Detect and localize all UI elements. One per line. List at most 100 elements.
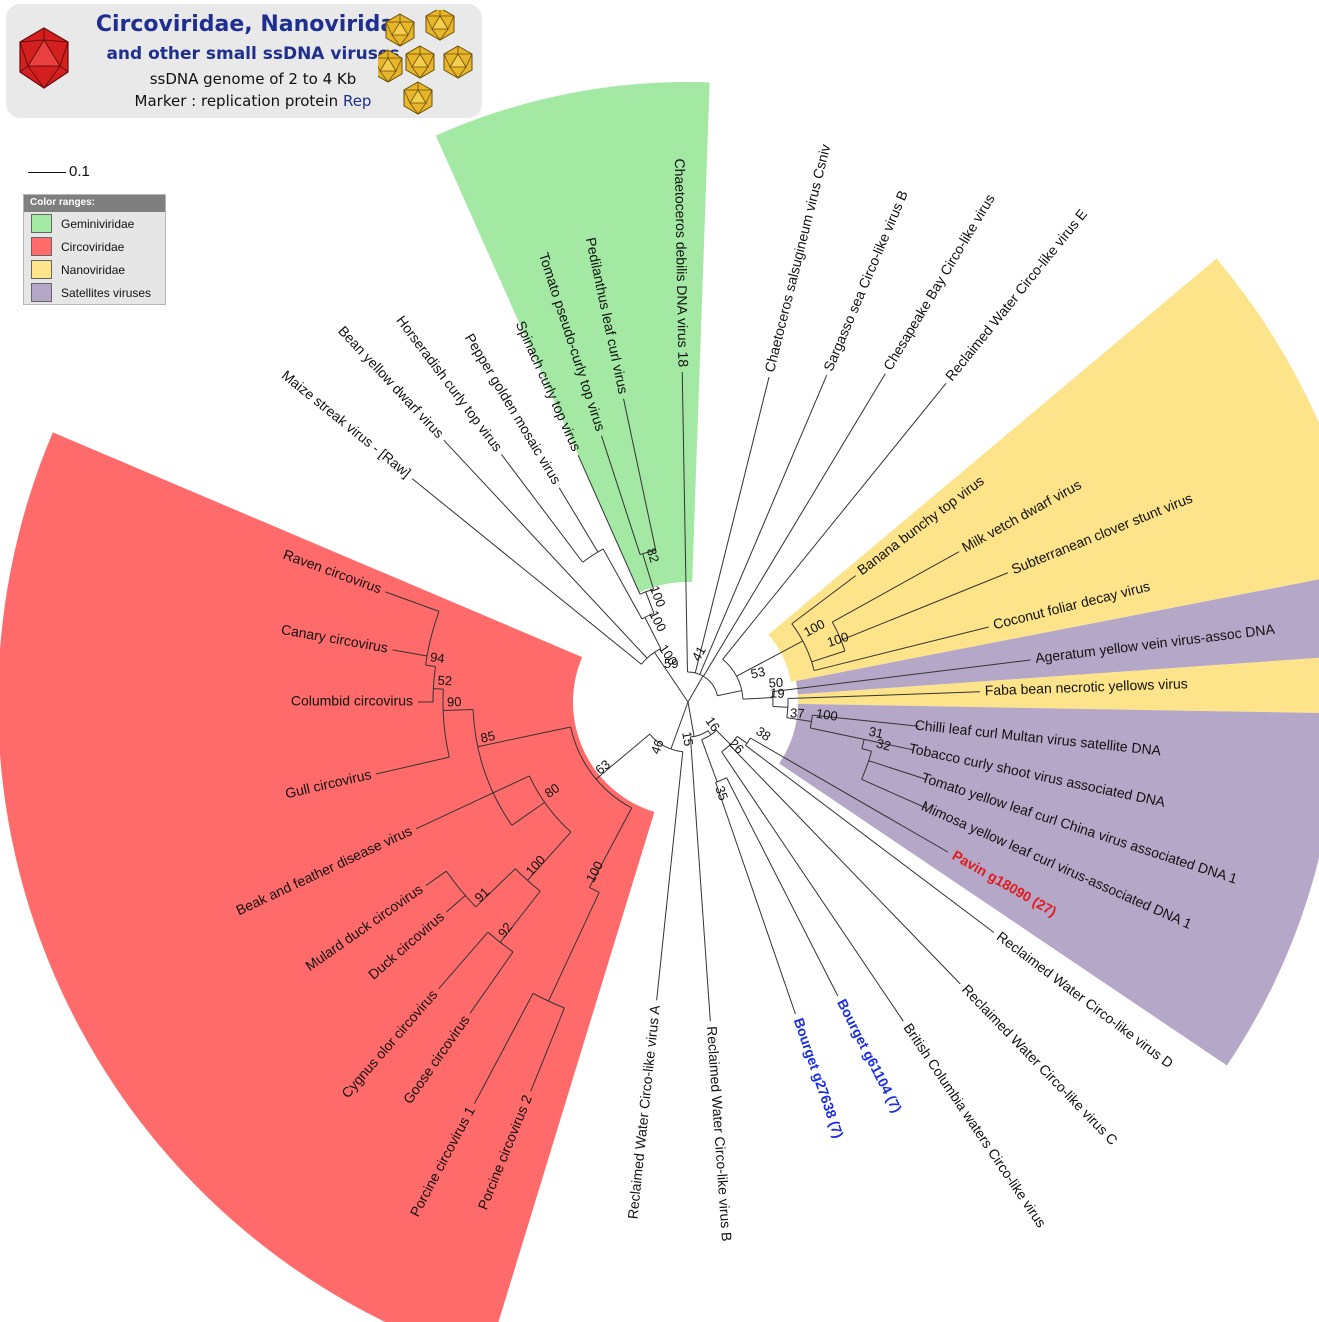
bootstrap-value: 53	[749, 664, 766, 682]
branch-line	[861, 748, 872, 752]
branch-line	[600, 435, 641, 555]
header-genome-line: ssDNA genome of 2 to 4 Kb	[149, 70, 357, 88]
gold-icosahedron-icon	[403, 81, 433, 115]
leaf-label: Bourget g27638 (7)	[791, 1016, 847, 1140]
branch-line	[411, 478, 642, 665]
branch-line	[861, 778, 926, 809]
branch-line	[438, 931, 489, 990]
branch-line	[787, 691, 980, 700]
bootstrap-value: 94	[429, 649, 445, 666]
scale-bar-line	[28, 171, 66, 173]
branch-line	[814, 626, 989, 672]
legend-title: Color ranges:	[24, 195, 165, 212]
legend-swatch	[31, 237, 52, 256]
branch-line	[558, 487, 599, 553]
bootstrap-value: 100	[825, 629, 850, 650]
legend-label: Nanoviridae	[61, 262, 126, 277]
bootstrap-value: 100	[646, 608, 669, 634]
branch-line	[501, 454, 584, 563]
branch-line	[736, 640, 804, 677]
leaf-label: Columbid circovirus	[291, 693, 413, 709]
bootstrap-value: 31	[867, 724, 884, 742]
bootstrap-value: 52	[437, 673, 452, 689]
bootstrap-value: 100	[815, 706, 839, 724]
marker-prefix: Marker : replication protein	[134, 92, 339, 110]
branch-line	[392, 649, 428, 657]
leaf-label: Reclaimed Water Circo-like virus B	[704, 1026, 735, 1242]
gold-icosahedron-icon	[385, 13, 415, 47]
branch-line	[745, 744, 995, 933]
bootstrap-value: 85	[479, 728, 496, 746]
branch-line	[577, 455, 641, 595]
legend-item-geminiviridae: Geminiviridae	[24, 212, 165, 235]
branch-line	[645, 591, 655, 614]
branch-line	[644, 617, 662, 649]
bootstrap-value: 46	[648, 737, 667, 756]
bootstrap-value: 37	[790, 705, 805, 721]
branch-arc	[425, 611, 440, 666]
color-legend: Color ranges: Geminiviridae Circoviridae…	[23, 194, 166, 305]
branch-line	[654, 651, 689, 703]
scale-bar: 0.1	[28, 163, 90, 180]
branch-arc	[472, 709, 513, 826]
branch-line	[772, 659, 1031, 693]
branch-line	[687, 701, 695, 737]
branch-line	[385, 591, 440, 612]
bootstrap-value: 16	[702, 714, 723, 734]
legend-swatch	[31, 260, 52, 279]
branch-arc	[528, 775, 572, 833]
branch-arc	[722, 658, 744, 700]
branch-line	[791, 575, 857, 625]
branch-arc	[687, 671, 718, 696]
branch-line	[742, 697, 773, 700]
branch-line	[670, 701, 689, 750]
branch-line	[642, 553, 654, 590]
branch-line	[715, 729, 731, 745]
clade-range	[779, 703, 1319, 1066]
tree-branches	[376, 372, 1031, 1104]
bootstrap-value: 80	[542, 780, 562, 801]
branch-line	[656, 751, 684, 1001]
gold-icosahedron-icon	[378, 49, 403, 83]
branch-line	[469, 951, 514, 1014]
branch-line	[722, 383, 947, 660]
header-subtitle: and other small ssDNA viruses	[106, 44, 400, 64]
bootstrap-value: 26	[726, 736, 747, 757]
branch-line	[736, 736, 748, 744]
legend-swatch	[31, 214, 52, 233]
branch-line	[701, 739, 718, 783]
clade-range	[0, 432, 655, 1322]
branch-arc	[570, 726, 632, 809]
bootstrap-value: 35	[712, 784, 731, 803]
leaf-label: Reclaimed Water Circo-like virus A	[624, 1004, 662, 1220]
bootstrap-value: 50	[768, 675, 783, 691]
branch-arc	[582, 548, 604, 563]
branch-line	[717, 690, 742, 697]
branch-line	[868, 760, 926, 780]
branch-arc	[771, 691, 774, 707]
bootstrap-value: 59	[664, 656, 678, 671]
branch-arc	[649, 733, 683, 753]
clade-color-ranges	[0, 81, 1319, 1322]
branch-line	[689, 736, 711, 1022]
branch-line	[840, 572, 1009, 641]
leaf-label: Chaetoceros salsugineum virus Csniv	[761, 143, 833, 374]
branch-line	[729, 744, 961, 985]
bootstrap-value: 19	[770, 685, 785, 701]
leaf-label: Bourget g61104 (7)	[834, 996, 905, 1115]
legend-label: Circoviridae	[61, 239, 125, 254]
branch-line	[511, 801, 545, 826]
header-title: Circoviridae, Nanoviridae	[95, 12, 411, 37]
leaf-label: Faba bean necrotic yellows virus	[984, 675, 1188, 698]
branch-line	[811, 650, 846, 663]
branch-line	[548, 892, 600, 1002]
legend-item-satellites: Satellites viruses	[24, 281, 165, 304]
clade-range	[795, 579, 1319, 695]
clade-range	[797, 657, 1319, 714]
clade-range	[768, 258, 1319, 682]
branch-line	[772, 705, 788, 708]
legend-item-circoviridae: Circoviridae	[24, 235, 165, 258]
branch-line	[527, 831, 572, 881]
branch-line	[499, 890, 541, 943]
